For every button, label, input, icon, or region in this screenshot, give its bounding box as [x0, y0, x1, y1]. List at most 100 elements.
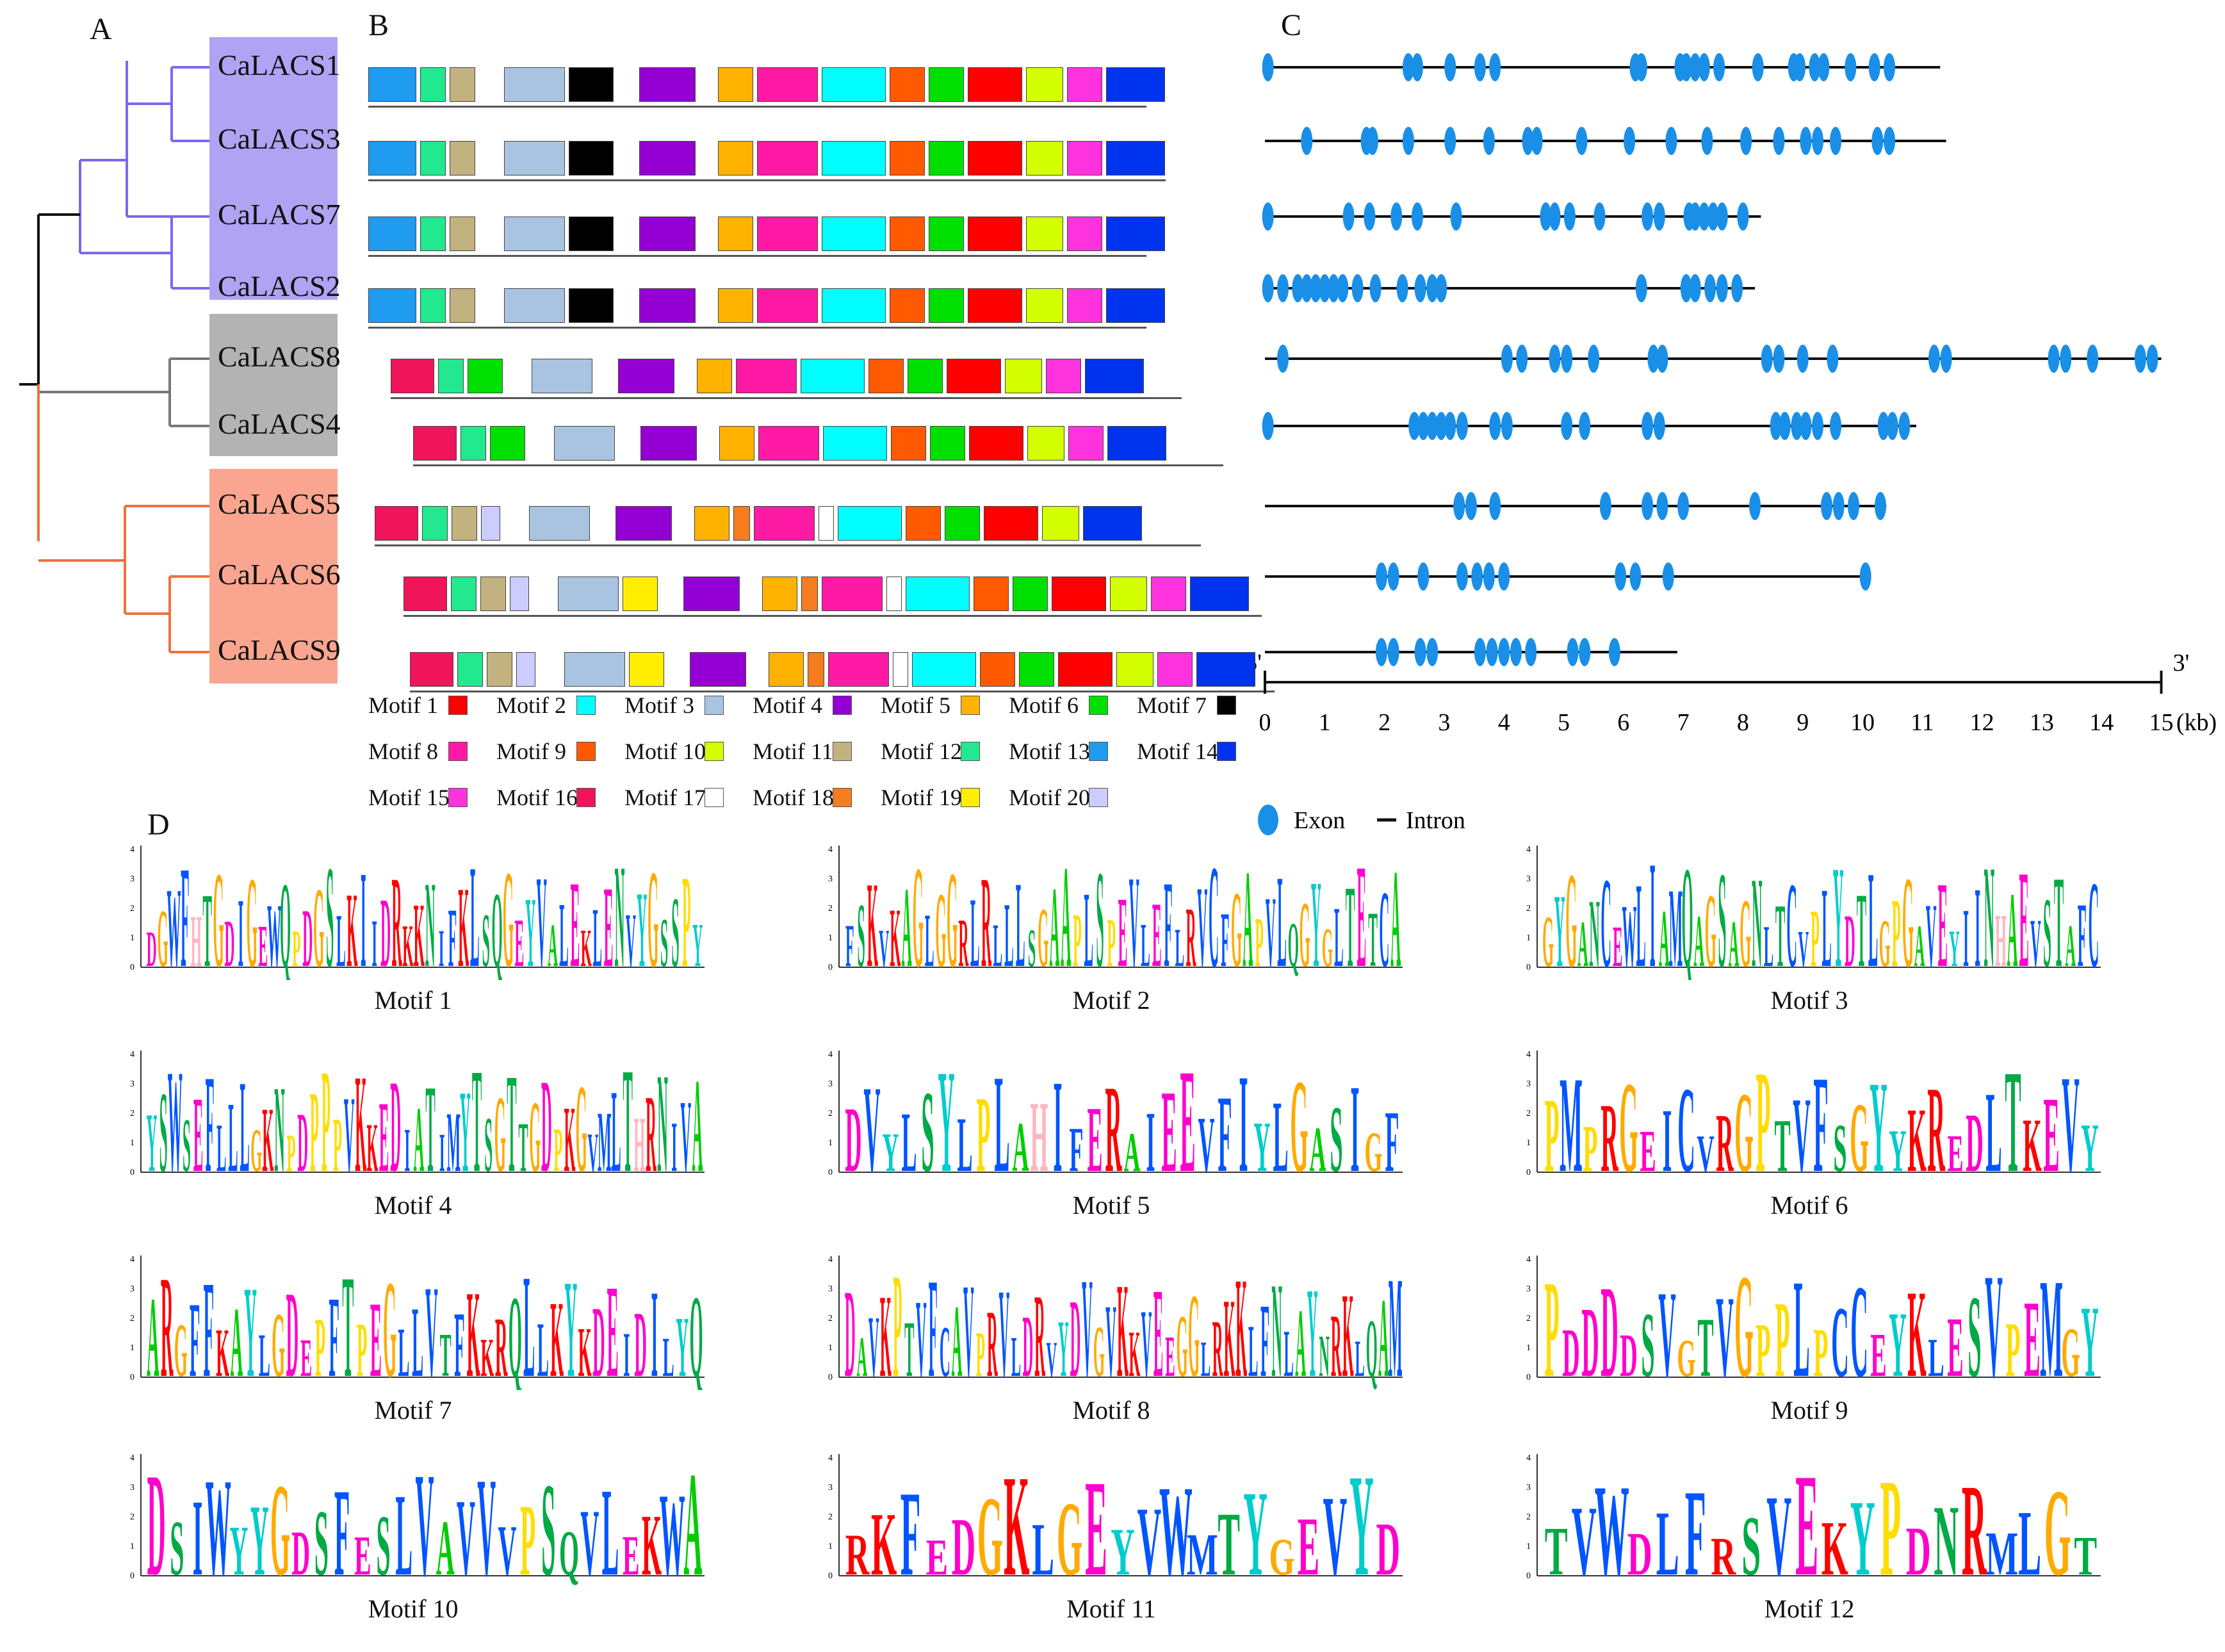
logo-y-tick: 4 [828, 845, 833, 855]
logo-letter: T [2074, 1525, 2097, 1587]
logo-letter: P [682, 847, 690, 980]
motif-box-2 [822, 141, 886, 176]
exon [1364, 202, 1376, 231]
exon [2134, 345, 2146, 373]
logo-y-tick: 0 [1526, 963, 1531, 972]
motif-box-6 [1019, 652, 1054, 687]
logo-letter: S [921, 1067, 934, 1185]
logo-caption: Motif 5 [1072, 1191, 1150, 1220]
motif-box-1 [947, 359, 1001, 393]
logo-letter: V [580, 1490, 599, 1589]
logo-letter: Y [244, 1259, 256, 1390]
legend-label-motif-2: Motif 2 [496, 692, 567, 718]
motif-box-6 [929, 217, 964, 251]
exon [1812, 412, 1824, 440]
logo-letter: E [354, 1525, 371, 1587]
exon [1342, 202, 1355, 231]
logo-letter: E [258, 913, 268, 979]
logo-letter: P [1756, 1040, 1770, 1185]
logo-y-tick: 1 [1526, 933, 1531, 943]
logo-y-tick: 4 [1526, 1255, 1531, 1264]
logo-letter: W [206, 1450, 231, 1589]
logo-letter: R [161, 1247, 174, 1390]
logo-letter: S [1641, 1293, 1654, 1390]
exon [1624, 127, 1636, 155]
logo-letter: Y [1833, 836, 1844, 980]
motif-box-13 [368, 67, 416, 102]
logo-letter: V [916, 1276, 927, 1390]
logo-letter: W [267, 885, 281, 980]
axis-tick-label: 11 [1911, 709, 1934, 736]
exon [1707, 202, 1719, 231]
exon [1773, 127, 1785, 155]
legend-swatch-motif-17 [705, 788, 724, 807]
logo-letter: L [970, 877, 980, 980]
motif-box-7 [569, 141, 614, 176]
logo-letter: D [302, 893, 313, 980]
exon [2087, 345, 2099, 373]
logo-letter: D [1601, 1259, 1618, 1390]
motif-box-4 [618, 359, 674, 393]
logo-y-tick: 1 [130, 933, 134, 943]
motif-box-15 [1067, 67, 1102, 102]
motif-box-5 [769, 652, 804, 687]
motif-box-6 [930, 426, 965, 461]
logo-letter: K [346, 870, 357, 980]
logo-y-tick: 0 [1526, 1373, 1531, 1382]
logo-letter: K [262, 1088, 273, 1185]
logo-letter: R [495, 1300, 508, 1390]
logo-letter: R [1186, 889, 1196, 980]
logo-letter: P [1892, 878, 1901, 980]
logo-letter: K [1004, 1444, 1029, 1589]
logo-letter: E [2043, 1075, 2059, 1185]
motif-box-12 [420, 288, 446, 323]
legend-swatch-motif-3 [705, 696, 724, 715]
logo-letter: G [2044, 1464, 2071, 1589]
motif-track-baseline [368, 179, 1166, 181]
motif-box-3 [504, 67, 565, 102]
logo-letter: Q [492, 871, 503, 980]
logo-letter: N [425, 856, 436, 980]
logo-letter: L [1201, 1330, 1210, 1387]
exon [1411, 53, 1423, 81]
logo-letter: Y [1349, 1444, 1374, 1589]
logo-letter: F [181, 836, 189, 980]
logo-letter: A [548, 912, 558, 980]
logo-letter: F [1385, 1093, 1399, 1185]
legend-label-motif-5: Motif 5 [881, 692, 951, 718]
legend-label-motif-12: Motif 12 [881, 739, 963, 764]
logo-letter: K [1907, 1088, 1927, 1185]
logo-letter: G [383, 1251, 396, 1390]
logo-letter: V [879, 920, 889, 979]
exon [1883, 53, 1895, 81]
motif-box-19 [623, 577, 658, 611]
logo-letter: L [2018, 1491, 2041, 1589]
exon [1635, 274, 1647, 302]
logo-letter: C [1850, 1258, 1868, 1390]
logo-letter: P [1107, 904, 1116, 980]
logo-letter: P [1813, 1313, 1828, 1390]
legend-label-motif-3: Motif 3 [624, 692, 695, 718]
exon [1579, 638, 1591, 666]
logo-letter: L [1277, 848, 1287, 980]
logo-letter: H [633, 1100, 645, 1185]
logo-letter: V [868, 1298, 879, 1390]
logo-letter: W [1159, 1460, 1193, 1589]
exon [1698, 53, 1710, 81]
exon [1474, 53, 1486, 81]
motif-box-5 [718, 141, 753, 176]
logo-letter: W [1595, 1458, 1629, 1589]
logo-letter: W [660, 1469, 685, 1589]
logo-letter: E [1161, 1066, 1177, 1185]
exon [1689, 274, 1701, 302]
exon [1531, 127, 1543, 155]
logo-letter: N [657, 1045, 668, 1185]
logo-letter: P [1880, 1450, 1901, 1589]
logo-letter: Y [1243, 1466, 1267, 1589]
exon [1845, 53, 1857, 81]
logo-letter: S [482, 897, 490, 980]
logo-letter: F [901, 1467, 921, 1589]
